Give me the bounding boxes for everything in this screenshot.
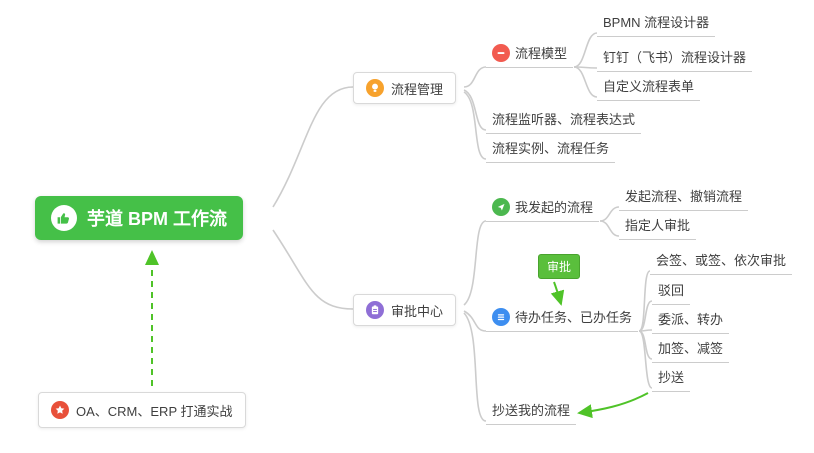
node-instance-task[interactable]: 流程实例、流程任务: [486, 138, 616, 163]
add-remove-sign-label: 加签、减签: [658, 341, 724, 356]
node-my-initiated[interactable]: 我发起的流程: [486, 197, 600, 222]
bulb-icon: [366, 79, 384, 97]
main-label: 芋道 BPM 工作流: [87, 209, 228, 229]
dingtalk-designer-label: 钉钉（飞书）流程设计器: [603, 50, 747, 65]
wire-main-to-process-mgmt: [272, 86, 354, 208]
task-list-icon: [492, 307, 510, 326]
todo-done-label: 待办任务、已办任务: [515, 310, 633, 325]
custom-form-label: 自定义流程表单: [603, 79, 695, 94]
node-assignee-approval[interactable]: 指定人审批: [619, 215, 697, 240]
practice-label: OA、CRM、ERP 打通实战: [76, 403, 233, 419]
node-countersign[interactable]: 会签、或签、依次审批: [650, 250, 793, 275]
node-main[interactable]: 芋道 BPM 工作流: [35, 196, 244, 240]
wire-mi-to-assignee: [599, 220, 620, 237]
wire-todo-to-cc: [638, 330, 653, 389]
node-practice[interactable]: OA、CRM、ERP 打通实战: [38, 392, 246, 428]
process-management-label: 流程管理: [391, 81, 444, 97]
node-initiate-cancel[interactable]: 发起流程、撤销流程: [619, 186, 749, 211]
send-icon: [492, 197, 510, 216]
node-bpmn-designer[interactable]: BPMN 流程设计器: [597, 12, 716, 37]
wire-model-to-bpmn: [573, 32, 598, 68]
node-reject[interactable]: 驳回: [652, 280, 691, 305]
star-icon: [51, 401, 69, 419]
wire-pm-to-instance: [463, 91, 487, 160]
node-process-model[interactable]: 流程模型: [486, 43, 574, 68]
node-listener-expression[interactable]: 流程监听器、流程表达式: [486, 109, 642, 134]
delegate-transfer-label: 委派、转办: [658, 312, 724, 327]
node-cc-my-process[interactable]: 抄送我的流程: [486, 400, 577, 425]
wire-pm-to-model: [463, 66, 487, 88]
wire-model-to-custom-form: [573, 66, 598, 98]
wire-ac-to-cc-my-process: [463, 312, 487, 422]
wire-main-to-approval-center: [272, 229, 354, 310]
thumbs-up-icon: [51, 205, 77, 231]
node-todo-done[interactable]: 待办任务、已办任务: [486, 307, 639, 332]
node-approval-center[interactable]: 审批中心: [353, 294, 457, 326]
arrow-cc-to-cc-my-process: [577, 392, 649, 419]
wire-todo-to-reject: [638, 300, 653, 332]
cc-my-process-label: 抄送我的流程: [492, 403, 571, 418]
wire-mi-to-initiate: [599, 206, 620, 222]
node-dingtalk-designer[interactable]: 钉钉（飞书）流程设计器: [597, 47, 753, 72]
initiate-cancel-label: 发起流程、撤销流程: [625, 189, 743, 204]
clipboard-icon: [366, 301, 384, 319]
node-process-management[interactable]: 流程管理: [353, 72, 457, 104]
model-icon: [492, 43, 510, 62]
arrow-badge-to-todo: [550, 281, 565, 306]
bpmn-designer-label: BPMN 流程设计器: [603, 15, 710, 30]
cc-label: 抄送: [658, 370, 685, 385]
process-model-label: 流程模型: [515, 46, 568, 61]
instance-task-label: 流程实例、流程任务: [492, 141, 610, 156]
listener-expression-label: 流程监听器、流程表达式: [492, 112, 636, 127]
reject-label: 驳回: [658, 283, 685, 298]
node-delegate-transfer[interactable]: 委派、转办: [652, 309, 730, 334]
node-add-remove-sign[interactable]: 加签、减签: [652, 338, 730, 363]
wire-ac-to-todo: [463, 310, 487, 332]
node-custom-form[interactable]: 自定义流程表单: [597, 76, 701, 101]
countersign-label: 会签、或签、依次审批: [656, 253, 787, 268]
assignee-approval-label: 指定人审批: [625, 218, 691, 233]
my-initiated-label: 我发起的流程: [515, 200, 594, 215]
node-cc[interactable]: 抄送: [652, 367, 691, 392]
wire-pm-to-listener: [463, 89, 487, 131]
approval-center-label: 审批中心: [391, 303, 444, 319]
wire-ac-to-my-initiated: [463, 220, 487, 306]
approval-badge: 审批: [538, 254, 581, 279]
